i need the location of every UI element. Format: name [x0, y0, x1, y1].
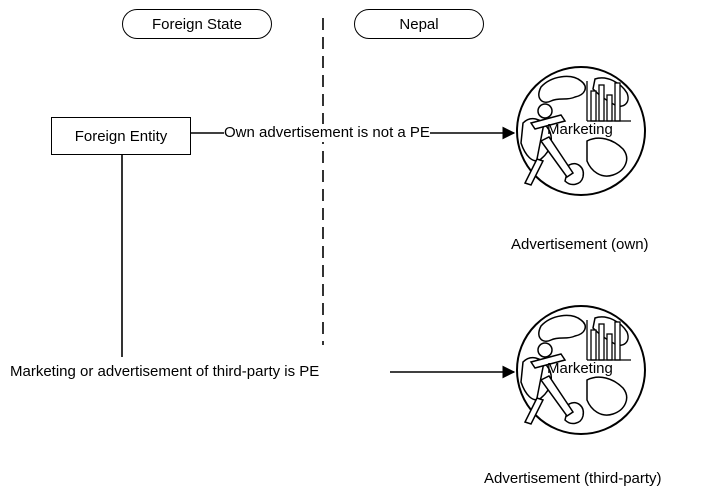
arrow-label-own: Own advertisement is not a PE [224, 124, 430, 142]
arrow-label-third-party: Marketing or advertisement of third-part… [10, 363, 320, 381]
globe-label: Marketing [547, 121, 613, 138]
lane-header-nepal: Nepal [354, 9, 484, 39]
foreign-entity-box: Foreign Entity [51, 117, 191, 155]
caption-third-party: Advertisement (third-party) [484, 470, 662, 487]
globe-label: Marketing [547, 360, 613, 377]
lane-label: Foreign State [151, 15, 243, 33]
caption-own: Advertisement (own) [511, 236, 649, 253]
lane-header-foreign-state: Foreign State [122, 9, 272, 39]
entity-label: Foreign Entity [74, 127, 168, 145]
lane-label: Nepal [399, 15, 439, 33]
